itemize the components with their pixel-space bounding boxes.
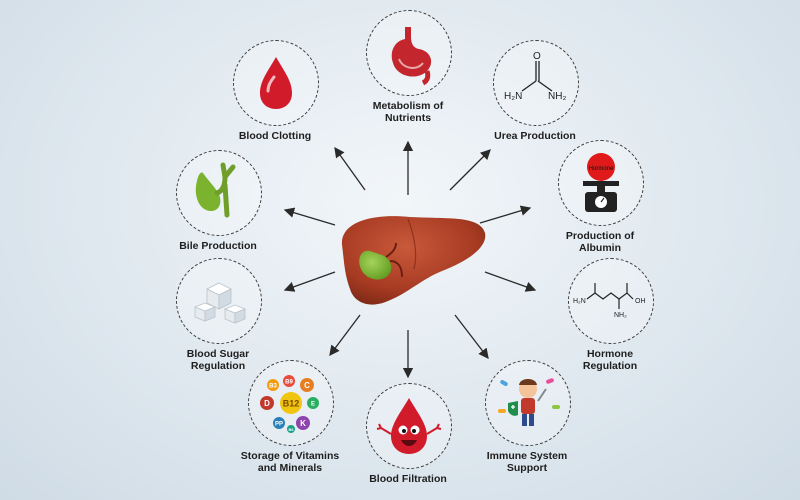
sugar-circle	[176, 258, 262, 344]
vitamin-pp: PP	[275, 422, 283, 428]
urea-o-text: O	[533, 51, 541, 62]
metabolism-circle	[366, 10, 452, 96]
hormone-bottom-text: NH₂	[614, 312, 627, 319]
urea-label: Urea Production	[494, 130, 576, 142]
vitamin-c: C	[304, 381, 310, 390]
filtration-label: Blood Filtration	[369, 473, 447, 485]
vitamins-label: Storage of Vitamins and Minerals	[240, 450, 340, 474]
arrow-clotting	[334, 146, 366, 191]
immune-circle	[485, 360, 571, 446]
blood-drop-icon	[260, 57, 292, 109]
albumin-circle: Hormone	[558, 140, 644, 226]
hormone-circle: H₂N OH NH₂	[568, 258, 654, 344]
hormone-label: Hormone Regulation	[582, 348, 638, 372]
hormone-left-text: H₂N	[573, 298, 586, 305]
sugar-cubes-icon	[193, 282, 247, 324]
bile-label: Bile Production	[179, 240, 257, 252]
urea-molecule-icon: O H₂N NH₂	[504, 51, 566, 102]
glutamine-molecule-icon: H₂N OH NH₂	[573, 283, 646, 319]
urea-circle: O H₂N NH₂	[493, 40, 579, 126]
filtration-circle	[366, 383, 452, 469]
immune-label: Immune System Support	[486, 450, 568, 474]
stomach-icon	[391, 27, 432, 86]
albumin-icon-text: Hormone	[589, 166, 614, 172]
arrow-sugar	[283, 271, 336, 292]
arrow-vitamins	[329, 314, 361, 357]
clotting-label: Blood Clotting	[238, 130, 312, 142]
hero-kid-icon	[498, 378, 560, 426]
vitamin-b9: B9	[285, 380, 293, 386]
vitamin-d: D	[264, 399, 270, 408]
urea-right-text: NH₂	[548, 91, 566, 102]
arrow-bile	[283, 207, 336, 226]
vitamin-b3: B3	[269, 384, 277, 390]
arrow-albumin	[479, 205, 532, 224]
urea-left-text: H₂N	[504, 91, 522, 102]
hormone-right-text: OH	[635, 298, 646, 305]
vitamin-k: K	[300, 419, 306, 428]
sugar-label: Blood Sugar Regulation	[186, 348, 250, 372]
vitamins-icon: B3 B9 C D B12 E K PP B6	[260, 375, 319, 433]
clotting-circle	[233, 40, 319, 126]
vitamin-b6: B6	[288, 427, 294, 432]
arrow-immune	[454, 314, 489, 360]
arrow-hormone	[484, 271, 537, 292]
vitamins-circle: B3 B9 C D B12 E K PP B6	[248, 360, 334, 446]
vitamin-e: E	[311, 402, 315, 408]
scale-icon: Hormone	[583, 153, 619, 212]
vitamin-b12: B12	[283, 399, 300, 409]
liver-icon	[341, 216, 486, 305]
arrow-urea	[449, 149, 491, 191]
gallbladder-icon	[195, 162, 236, 218]
metabolism-label: Metabolism of Nutrients	[372, 100, 444, 124]
bile-circle	[176, 150, 262, 236]
albumin-label: Production of Albumin	[565, 230, 635, 254]
blood-drop-character-icon	[376, 398, 442, 454]
